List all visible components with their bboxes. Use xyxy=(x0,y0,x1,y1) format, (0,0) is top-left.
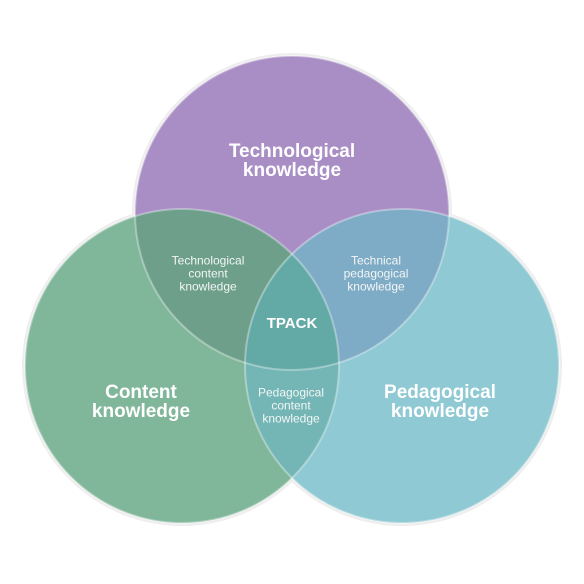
pedagogical-content-knowledge-label: Pedagogical content knowledge xyxy=(257,385,325,426)
technological-content-knowledge-label: Technological content knowledge xyxy=(171,253,245,294)
tpk-line3: knowledge xyxy=(347,279,405,294)
tpk-line1: Technical xyxy=(350,253,402,268)
pck-line3: knowledge xyxy=(262,411,320,426)
technological-outline xyxy=(134,55,450,371)
content-knowledge-line2: knowledge xyxy=(91,401,191,422)
tpack-center-label: TPACK xyxy=(267,316,318,332)
tck-line1: Technological xyxy=(171,253,245,268)
tpk-line2: pedagogical xyxy=(343,266,409,281)
pedagogical-knowledge-label: Pedagogical knowledge xyxy=(384,383,496,421)
tck-line3: knowledge xyxy=(179,279,237,294)
technological-knowledge-line2: knowledge xyxy=(242,160,342,181)
tpack-text: TPACK xyxy=(266,315,318,332)
pedagogical-outline xyxy=(244,208,560,524)
content-outline xyxy=(24,208,340,524)
technological-knowledge-line1: Technological xyxy=(228,141,356,162)
technical-pedagogical-knowledge-label: Technical pedagogical knowledge xyxy=(343,253,409,294)
pedagogical-knowledge-line2: knowledge xyxy=(390,401,490,422)
content-knowledge-label: Content knowledge xyxy=(92,383,190,421)
pedagogical-knowledge-line1: Pedagogical xyxy=(384,382,496,403)
technological-knowledge-label: Technological knowledge xyxy=(229,142,355,180)
tck-line2: content xyxy=(188,266,228,281)
content-knowledge-line1: Content xyxy=(105,382,177,403)
pck-line2: content xyxy=(271,398,311,413)
pck-line1: Pedagogical xyxy=(257,385,325,400)
